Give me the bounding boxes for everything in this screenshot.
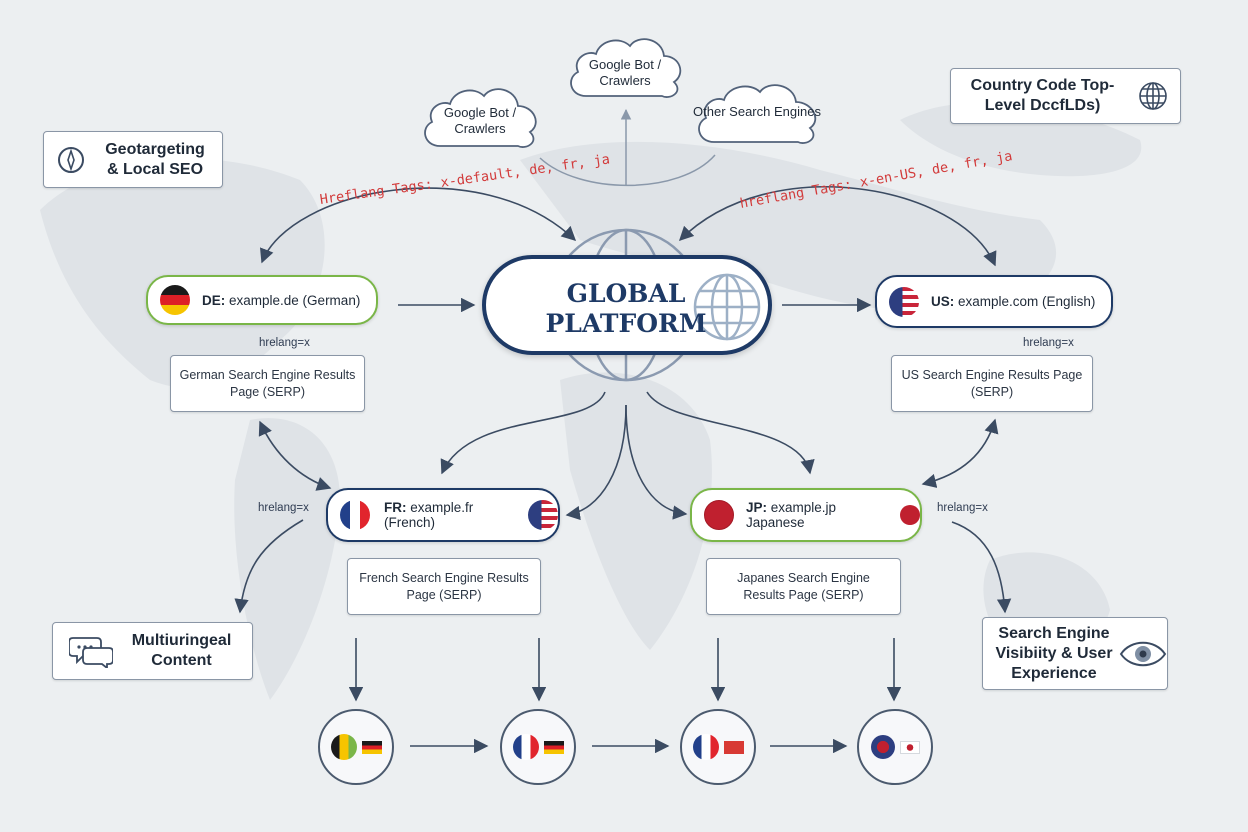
- site-label: JP: example.jp Japanese: [746, 500, 837, 530]
- cloud-icon: [424, 88, 537, 148]
- flag-de-icon: [361, 740, 382, 754]
- language-circle-2: [500, 709, 576, 785]
- eye-icon: [1119, 641, 1167, 666]
- geotargeting-box: Geotargeting & Local SEO: [43, 131, 223, 188]
- flag-jp-icon: [899, 740, 920, 754]
- site-label: FR: example.fr (French): [384, 500, 474, 530]
- flag-fr-icon: [692, 734, 719, 760]
- flow-arrows: [234, 186, 1012, 754]
- language-circle-1: [318, 709, 394, 785]
- flag-us-icon: [528, 500, 558, 530]
- hreflang-label-de: hrelang=x: [259, 337, 310, 349]
- hreflang-label-fr: hrelang=x: [258, 502, 309, 514]
- serp-de: German Search Engine Results Page (SERP): [170, 355, 365, 412]
- target-icon: [870, 735, 895, 759]
- info-label: Search Engine Visibiity & User Experienc…: [995, 624, 1113, 682]
- info-label: Geotargeting & Local SEO: [105, 140, 205, 178]
- flag-fr-icon: [340, 500, 370, 530]
- multilingual-box: Multiuringeal Content: [52, 622, 253, 680]
- site-label: US: example.com (English): [931, 294, 1096, 309]
- flag-de-icon: [160, 285, 190, 315]
- info-label: Multiuringeal Content: [131, 632, 232, 669]
- central-title: GLOBAL PLATFORM: [545, 279, 707, 338]
- flag-cn-icon: [723, 740, 744, 754]
- language-circle-4: [857, 709, 933, 785]
- serp-fr: French Search Engine Results Page (SERP): [347, 558, 541, 615]
- flag-jp-icon: [900, 505, 920, 525]
- globe-icon: [1138, 82, 1167, 110]
- serp-jp: Japanes Search Engine Results Page (SERP…: [706, 558, 901, 615]
- cloud-label: Google Bot / Crawlers: [443, 105, 517, 136]
- flag-jp-icon: [704, 500, 734, 530]
- cloud-label: Google Bot / Crawlers: [588, 57, 662, 88]
- cctld-box: Country Code Top-Level DccfLDs): [950, 68, 1181, 124]
- google-bot-cloud-top: Google Bot / Crawlers: [564, 32, 686, 102]
- language-circle-3: [680, 709, 756, 785]
- global-platform-node: GLOBAL PLATFORM: [482, 255, 772, 355]
- flag-be-icon: [330, 734, 357, 760]
- site-de[interactable]: DE: example.de (German): [146, 275, 378, 325]
- cloud-label: Other Search Engines: [693, 104, 821, 119]
- site-fr[interactable]: FR: example.fr (French): [326, 488, 560, 542]
- site-jp[interactable]: JP: example.jp Japanese: [690, 488, 922, 542]
- crawler-connectors: [539, 108, 716, 187]
- info-label: Country Code Top-Level DccfLDs): [970, 77, 1115, 114]
- compass-icon: [58, 146, 84, 173]
- globe-icon: [693, 273, 761, 341]
- google-bot-cloud-left: Google Bot / Crawlers: [418, 80, 542, 152]
- flag-de-icon: [543, 740, 564, 754]
- flag-fr-icon: [512, 734, 539, 760]
- visibility-box: Search Engine Visibiity & User Experienc…: [982, 617, 1168, 690]
- serp-us: US Search Engine Results Page (SERP): [891, 355, 1093, 412]
- site-us[interactable]: US: example.com (English): [875, 275, 1113, 328]
- hreflang-label-us: hrelang=x: [1023, 337, 1074, 349]
- speech-bubbles-icon: [68, 637, 113, 668]
- flag-us-icon: [889, 286, 919, 317]
- site-label: DE: example.de (German): [202, 292, 361, 308]
- cloud-icon: [570, 38, 682, 98]
- other-search-engines-cloud: Other Search Engines: [692, 76, 822, 148]
- cloud-icon: [698, 84, 817, 144]
- hreflang-label-jp: hrelang=x: [937, 502, 988, 514]
